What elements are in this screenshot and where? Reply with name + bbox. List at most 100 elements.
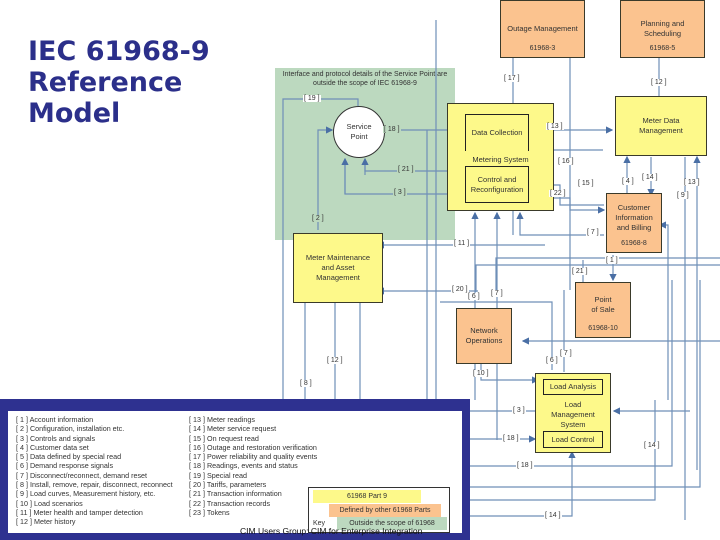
color-key: 61968 Part 9 Defined by other 61968 Part… [308,487,450,533]
meter-maintenance-box[interactable]: Meter Maintenance and Asset Management [293,233,383,303]
legend-item: [ 20 ] Tariffs, parameters [189,480,267,490]
legend-column-left: [ 1 ] Account information [ 2 ] Configur… [16,415,173,527]
flow-label: [ 13 ] [546,123,564,130]
title-line-1: IEC 61968-9 [28,36,210,67]
flow-label: [ 11 ] [453,240,471,247]
flow-10 [480,360,540,384]
cib-label: Customer Information and Billing [615,203,653,232]
flow-label: [ 6 ] [545,357,559,364]
flow-label: [ 3 ] [393,189,407,196]
data-collection-label: Data Collection [471,128,523,137]
flow-6-net [475,264,720,292]
flow-label: [ 21 ] [397,166,415,173]
flow-2 [317,126,334,230]
flow-lower-1 [470,280,701,488]
flow-label: [ 20 ] [451,286,469,293]
legend-item: [ 5 ] Data defined by special read [16,452,122,462]
legend-item: [ 15 ] On request read [189,433,259,443]
flow-label: [ 22 ] [549,190,567,197]
planning-scheduling-standard: 61968-5 [649,45,676,52]
scope-note: Interface and protocol details of the Se… [282,71,448,87]
legend-item: [ 19 ] Special read [189,470,247,480]
control-reconfiguration-label: Control and Reconfiguration [470,174,524,194]
legend-box: [ 1 ] Account information [ 2 ] Configur… [8,411,462,533]
control-reconfiguration-box[interactable]: Control and Reconfiguration [465,166,529,203]
flow-6-lm [440,301,553,370]
flow-label: [ 1 ] [605,257,619,264]
legend-item: [ 17 ] Power reliability and quality eve… [189,452,318,462]
key-part9: 61968 Part 9 [313,490,421,503]
title-line-2: Reference [28,67,183,98]
footer-caption: CIM Users Group: CIM for Enterprise Inte… [240,526,423,536]
legend-item: [ 21 ] Transaction information [189,489,282,499]
legend-item: [ 23 ] Tokens [189,507,230,517]
load-control-box[interactable]: Load Control [543,431,603,448]
flow-label: [ 7 ] [586,229,600,236]
flow-label: [ 13 ] [683,179,701,186]
legend-panel: [ 1 ] Account information [ 2 ] Configur… [0,399,470,540]
legend-item: [ 11 ] Meter health and tamper detection [16,507,143,517]
flow-label: [ 7 ] [490,290,504,297]
load-analysis-box[interactable]: Load Analysis [543,379,603,395]
flow-label: [ 21 ] [571,268,589,275]
legend-item: [ 1 ] Account information [16,415,94,424]
legend-item: [ 7 ] Disconnect/reconnect, demand reset [16,470,148,480]
legend-item: [ 10 ] Load scenarios [16,498,83,508]
flow-label: [ 10 ] [472,370,490,377]
flow-lower-2 [470,400,656,501]
legend-item: [ 16 ] Outage and restoration verificati… [189,442,317,452]
flow-12-bottom [470,280,673,467]
legend-column-right: [ 13 ] Meter readings [ 14 ] Meter servi… [189,415,317,517]
meter-data-management-label: Meter Data Management [639,116,683,135]
load-management-box[interactable]: Load Analysis Load Management System Loa… [535,373,611,453]
flow-label: [ 7 ] [559,350,573,357]
network-operations-label: Network Operations [465,326,503,345]
flow-22 [548,197,606,214]
flow-label: [ 9 ] [676,192,690,199]
legend-item: [ 3 ] Controls and signals [16,433,96,443]
legend-item: [ 18 ] Readings, events and status [189,461,298,471]
point-of-sale-box[interactable]: Point of Sale 61968-10 [575,282,631,338]
load-control-label: Load Control [551,434,595,444]
outage-management-standard: 61968-3 [529,45,556,52]
slide-title: IEC 61968-9 Reference Model [28,36,210,129]
service-point-node[interactable]: Service Point [333,106,385,158]
key-title: Key [313,520,326,527]
metering-system-box[interactable]: Data Collection Metering System Control … [447,103,554,211]
flow-label: [ 6 ] [467,293,481,300]
flow-label: [ 4 ] [621,178,635,185]
flow-14-bottom [470,450,576,517]
title-line-3: Model [28,98,121,129]
key-outside-scope: Outside the scope of 61968 [337,517,447,530]
flow-label: [ 14 ] [643,442,661,449]
flow-label: [ 19 ] [303,95,321,102]
data-collection-box[interactable]: Data Collection [465,114,529,151]
legend-item: [ 14 ] Meter service request [189,424,277,434]
outage-management-box[interactable]: Outage Management 61968-3 [500,0,585,58]
point-of-sale-label: Point of Sale [591,295,615,314]
flow-7-cib [516,211,604,236]
flow-7-net [495,257,720,292]
flow-label: [ 12 ] [326,357,344,364]
network-operations-box[interactable]: Network Operations [456,308,512,364]
legend-item: [ 6 ] Demand response signals [16,461,114,471]
load-management-label: Load Management System [551,400,595,429]
customer-information-billing-box[interactable]: Customer Information and Billing 61968-8 [606,193,662,253]
legend-item: [ 13 ] Meter readings [189,415,255,424]
planning-scheduling-box[interactable]: Planning and Scheduling 61968-5 [620,0,705,58]
flow-label: [ 12 ] [650,79,668,86]
outage-management-label: Outage Management [507,24,578,33]
flow-label: [ 16 ] [557,158,575,165]
legend-item: [ 22 ] Transaction records [189,498,271,508]
flow-right-cib [658,221,669,400]
key-other-parts: Defined by other 61968 Parts [329,504,441,517]
flow-label: [ 14 ] [641,174,659,181]
load-analysis-label: Load Analysis [549,382,597,391]
legend-item: [ 9 ] Load curves, Measurement history, … [16,489,156,499]
meter-data-management-box[interactable]: Meter Data Management [615,96,707,156]
flow-label: [ 17 ] [503,75,521,82]
flow-label: [ 18 ] [502,435,520,442]
flow-label: [ 14 ] [544,512,562,519]
legend-item: [ 8 ] Install, remove, repair, disconnec… [16,480,173,490]
flow-label: [ 8 ] [299,380,313,387]
